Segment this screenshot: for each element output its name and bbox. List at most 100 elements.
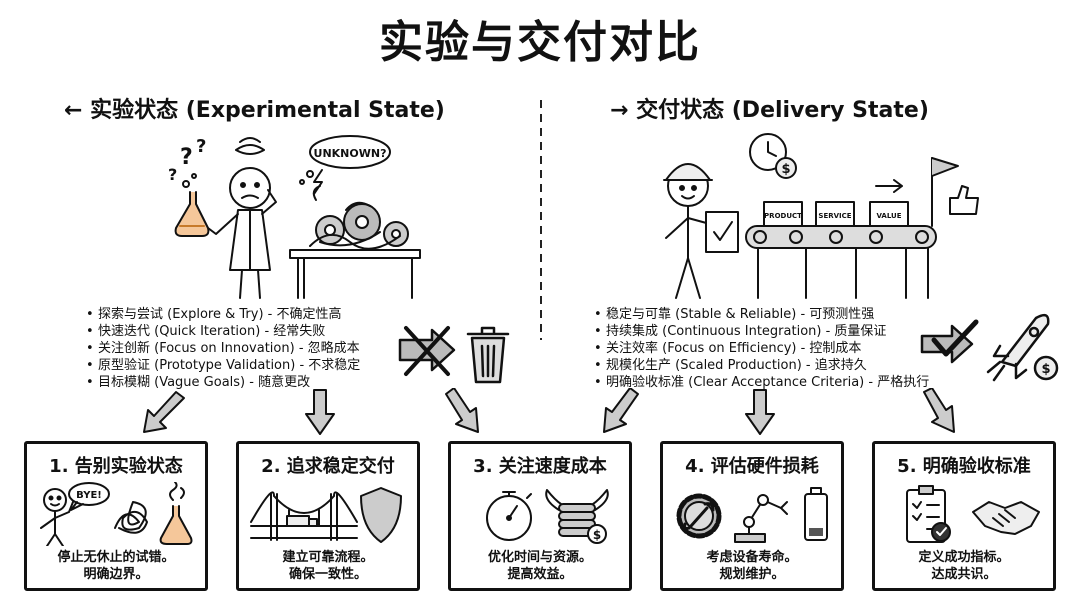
delivery-status-icons: $ [920, 313, 1059, 382]
svg-text:$: $ [593, 528, 601, 542]
card-icons [676, 487, 828, 543]
delivery-illustration: $ PRODUCT SERVICE VALUE [663, 133, 979, 299]
list-item: 探索与尝试 (Explore & Try) - 不确定性高 [84, 306, 360, 323]
conveyor-belt-icon [745, 179, 937, 299]
card-desc-line: 考虑设备寿命。 [706, 550, 798, 565]
card-desc-line: 确保一致性。 [288, 567, 367, 582]
confused-scientist-icon [199, 137, 277, 299]
connector-arrows [143, 388, 955, 435]
page-title: 实验与交付对比 [379, 17, 701, 68]
experimental-illustration: ? ? ? [168, 135, 421, 299]
truck-icon [286, 515, 318, 527]
flask-icon [174, 173, 210, 237]
card-title: 4. 评估硬件损耗 [685, 456, 819, 477]
box-label: VALUE [876, 212, 901, 220]
svg-text:$: $ [1041, 362, 1050, 377]
arrow-icon [745, 389, 775, 435]
robot-arm-icon [734, 494, 788, 543]
svg-text:?: ? [196, 136, 206, 157]
section-divider [540, 100, 542, 340]
list-item: 明确验收标准 (Clear Acceptance Criteria) - 严格执… [592, 374, 929, 391]
card-desc-line: 提高效益。 [507, 567, 573, 582]
question-mark-icon: ? ? ? [168, 136, 206, 184]
card-desc-line: 规划维护。 [719, 567, 785, 582]
thought-bubble-label: UNKNOWN? [314, 147, 387, 160]
crossed-out-arrow-icon [398, 326, 456, 376]
card-desc-line: 建立可靠流程。 [282, 550, 374, 565]
worker-hard-hat-icon [663, 163, 713, 299]
card-description: 停止无休止的试错。 明确边界。 [27, 549, 205, 583]
dollar-coin-icon: $ [1033, 355, 1059, 381]
card-description: 优化时间与资源。 提高效益。 [451, 549, 629, 583]
arrow-icon [305, 389, 335, 435]
speech-bubble-text: BYE! [76, 490, 102, 501]
rocket-icon [986, 313, 1050, 382]
card-title: 2. 追求稳定交付 [261, 456, 395, 477]
box-label: SERVICE [818, 212, 851, 220]
stopwatch-icon [486, 491, 532, 541]
card-speed-cost: 3. 关注速度成本 $ [448, 441, 632, 591]
workbench-icon [289, 249, 421, 299]
thought-bubble-icon [299, 135, 391, 185]
checkmark-arrow-icon [920, 319, 979, 364]
card-hardware-wear: 4. 评估硬件损耗 [660, 441, 844, 591]
card-desc-line: 定义成功指标。 [918, 550, 1010, 565]
winged-coin-stack-icon: $ [545, 489, 609, 544]
arrow-icon [143, 391, 185, 433]
dollar-coin-icon: $ [775, 157, 797, 179]
experimental-traits-list: 探索与尝试 (Explore & Try) - 不确定性高 快速迭代 (Quic… [84, 306, 360, 391]
list-item: 关注创新 (Focus on Innovation) - 忽略成本 [84, 340, 360, 357]
svg-text:$: $ [781, 162, 790, 177]
speech-bubble-icon [68, 482, 110, 511]
svg-text:?: ? [168, 165, 177, 184]
card-farewell-experimental: 1. 告别实验状态 BYE! [24, 441, 208, 591]
card-description: 考虑设备寿命。 规划维护。 [663, 549, 841, 583]
card-acceptance-criteria: 5. 明确验收标准 定义成功指标。 达成共识。 [872, 441, 1056, 591]
checklist-clipboard-icon [906, 485, 951, 543]
card-icons [906, 485, 1040, 543]
list-item: 持续集成 (Continuous Integration) - 质量保证 [592, 323, 929, 340]
experimental-status-icons [398, 326, 510, 384]
smoking-flask-icon [159, 482, 193, 545]
list-item: 原型验证 (Prototype Validation) - 不求稳定 [84, 357, 360, 374]
clock-icon [749, 133, 787, 171]
box-label: PRODUCT [764, 212, 802, 220]
list-item: 目标模糊 (Vague Goals) - 随意更改 [84, 374, 360, 391]
arrow-icon [603, 388, 639, 433]
card-desc-line: 优化时间与资源。 [487, 550, 592, 565]
trash-can-icon [466, 326, 510, 384]
messy-gears-pile-icon [309, 185, 409, 250]
card-icons: $ [486, 489, 609, 544]
waving-stick-figure-icon [40, 488, 74, 546]
list-item: 快速迭代 (Quick Iteration) - 经常失败 [84, 323, 360, 340]
card-icons: BYE! [40, 482, 193, 546]
handshake-icon [972, 501, 1040, 535]
card-title: 5. 明确验收标准 [897, 456, 1031, 477]
list-item: 稳定与可靠 (Stable & Reliable) - 可预测性强 [592, 306, 929, 323]
finish-flag-icon [931, 157, 959, 227]
list-item: 关注效率 (Focus on Efficiency) - 控制成本 [592, 340, 929, 357]
card-desc-line: 停止无休止的试错。 [57, 550, 175, 565]
gear-wrench-icon [676, 493, 722, 539]
tangled-scribble-icon [114, 501, 148, 534]
svg-text:?: ? [180, 145, 193, 170]
card-desc-line: 达成共识。 [931, 567, 997, 582]
delivery-traits-list: 稳定与可靠 (Stable & Reliable) - 可预测性强 持续集成 (… [592, 306, 929, 391]
card-stable-delivery: 2. 追求稳定交付 建立可靠流程。 确保一致性。 [236, 441, 420, 591]
card-description: 建立可靠流程。 确保一致性。 [239, 549, 417, 583]
card-title: 1. 告别实验状态 [49, 456, 183, 477]
experimental-state-heading: ← 实验状态 (Experimental State) [64, 98, 445, 123]
arrow-icon [445, 388, 479, 433]
card-title: 3. 关注速度成本 [473, 456, 607, 477]
card-desc-line: 明确边界。 [83, 567, 149, 582]
card-description: 定义成功指标。 达成共识。 [875, 549, 1053, 583]
battery-icon [804, 487, 828, 541]
list-item: 规模化生产 (Scaled Production) - 追求持久 [592, 357, 929, 374]
card-icons [250, 487, 402, 543]
delivery-state-heading: → 交付状态 (Delivery State) [610, 98, 929, 123]
shield-icon [360, 487, 402, 543]
clipboard-check-icon [705, 211, 739, 253]
arrow-icon [923, 388, 955, 433]
thumbs-up-icon [949, 185, 979, 215]
